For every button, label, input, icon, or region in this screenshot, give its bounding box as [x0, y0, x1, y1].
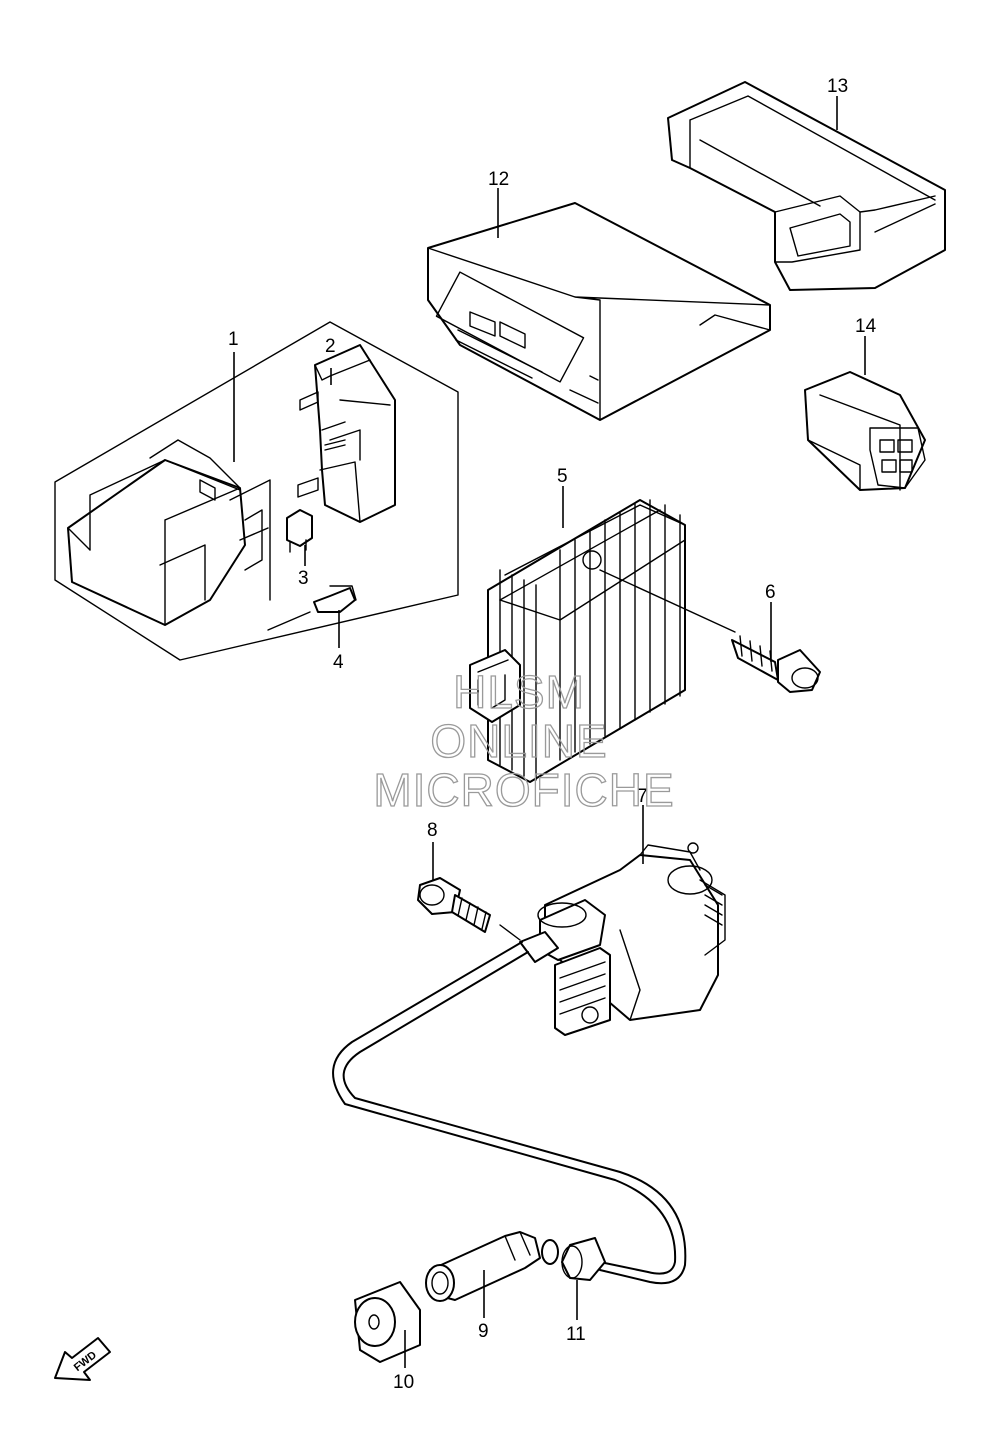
- part-12-ecm: [427, 202, 771, 421]
- part-11-grommet: [541, 1237, 606, 1281]
- callout-7: 7: [637, 786, 648, 807]
- callouts: 1 2 3 4 5 6 7 8 9 10 11 12 13 14: [228, 76, 877, 1393]
- callout-2: 2: [325, 336, 336, 357]
- watermark-line-3: MICROFICHE: [373, 764, 674, 816]
- part-1-fuse-box: [54, 321, 459, 661]
- leader-lines: [233, 96, 866, 1368]
- part-13-holder: [667, 81, 946, 291]
- callout-6: 6: [765, 582, 776, 603]
- callout-11: 11: [566, 1324, 586, 1345]
- callout-5: 5: [557, 466, 568, 487]
- watermark-line-1: HLSM: [453, 666, 585, 718]
- part-5-regulator: [469, 499, 686, 783]
- part-14-connector: [804, 371, 926, 491]
- watermark: HLSM ONLINE MICROFICHE: [373, 665, 675, 816]
- callout-3: 3: [298, 568, 309, 589]
- watermark-line-2: ONLINE: [430, 715, 607, 767]
- part-7-ignition-coil: [332, 842, 726, 1285]
- callout-10: 10: [393, 1372, 414, 1393]
- fwd-arrow-icon: FWD: [54, 1337, 111, 1381]
- callout-4: 4: [333, 652, 344, 673]
- part-8-bolt: [417, 877, 521, 941]
- callout-14: 14: [855, 316, 877, 337]
- part-10-cap-cover: [354, 1281, 421, 1363]
- part-6-bolt: [599, 569, 821, 693]
- callout-9: 9: [478, 1321, 489, 1342]
- callout-8: 8: [427, 820, 438, 841]
- callout-1: 1: [228, 329, 239, 350]
- part-9-plug-cap: [425, 1231, 541, 1302]
- callout-12: 12: [488, 169, 509, 190]
- callout-13: 13: [827, 76, 848, 97]
